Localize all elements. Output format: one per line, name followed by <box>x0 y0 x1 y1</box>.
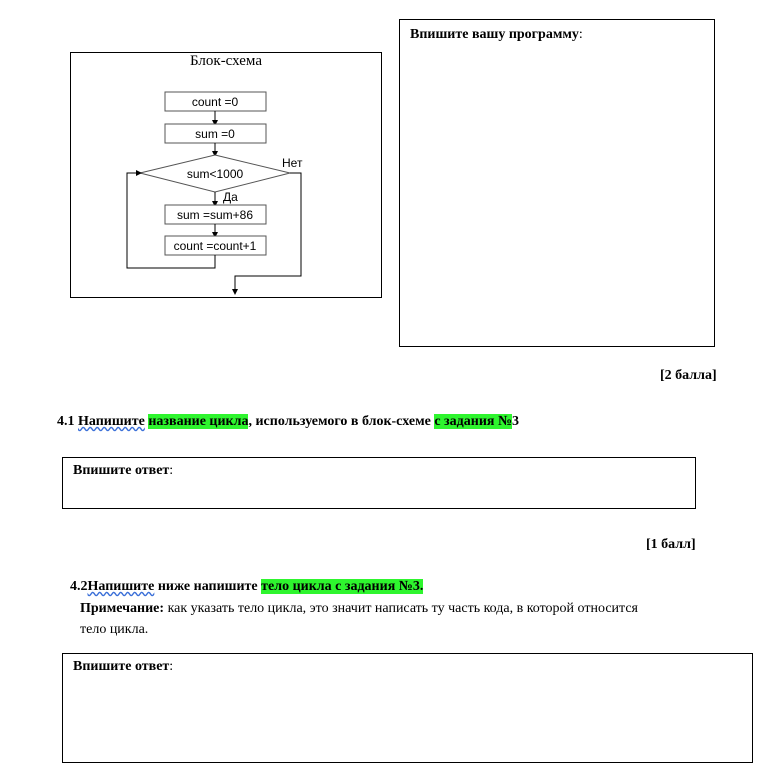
q41-tail: 3 <box>512 414 520 429</box>
flowchart-exit <box>232 172 302 295</box>
note-line-1: Примечание: как указать тело цикла, это … <box>80 598 760 619</box>
q41-number: 4.1 <box>57 414 78 429</box>
flowchart-title: Блок-схема <box>190 53 262 69</box>
program-answer-box[interactable] <box>399 19 715 347</box>
answer-4-1-label-bold: Впишите ответ <box>73 463 170 478</box>
points-2: [2 балла] <box>660 368 717 383</box>
note-label: Примечание: <box>80 601 165 616</box>
q41-highlight-1: название цикла <box>148 414 249 429</box>
flowchart-block-sum-update-text: sum =sum+86 <box>177 208 253 222</box>
answer-4-2-label-colon: : <box>169 659 174 674</box>
question-4-1: 4.1 Напишите название цикла, используемо… <box>57 414 519 430</box>
program-box-label: Впишите вашу программу: <box>410 27 583 43</box>
q41-highlight-2: с задания № <box>434 414 513 429</box>
program-box-label-bold: Впишите вашу программу <box>410 27 579 42</box>
q41-mid: , используемого в блок-схеме <box>248 414 435 429</box>
answer-4-1-label-colon: : <box>169 463 174 478</box>
flowchart-decision-text: sum<1000 <box>187 167 244 181</box>
program-box-label-colon: : <box>578 27 583 42</box>
q42-highlight: тело цикла с задания №3. <box>261 579 424 594</box>
answer-box-4-1[interactable] <box>62 457 696 509</box>
flowchart-no-label: Нет <box>282 156 303 170</box>
answer-4-2-label: Впишите ответ: <box>73 659 173 675</box>
q42-number: 4.2 <box>70 579 88 594</box>
flowchart-block-sum-init-text: sum =0 <box>195 127 235 141</box>
note-line-2: тело цикла. <box>80 622 149 637</box>
note-text-1: как указать тело цикла, это значит напис… <box>164 601 638 616</box>
flowchart-frame <box>70 52 382 298</box>
answer-4-2-label-bold: Впишите ответ <box>73 659 170 674</box>
flowchart-loop-back <box>126 170 216 269</box>
q42-mid: ниже напишите <box>154 579 262 594</box>
flowchart-diagram: count =0 sum =0 sum<1000 Нет Да sum =sum… <box>126 91 303 295</box>
question-4-2: 4.2Напишите ниже напишите тело цикла с з… <box>70 579 424 595</box>
flowchart-yes-label: Да <box>223 190 238 204</box>
q42-word: Напишите <box>87 579 155 594</box>
q41-word: Напишите <box>78 414 145 429</box>
flowchart-block-count-init-text: count =0 <box>192 95 239 109</box>
flowchart-block-count-update-text: count =count+1 <box>174 239 257 253</box>
note: Примечание: как указать тело цикла, это … <box>80 598 760 640</box>
points-1: [1 балл] <box>646 537 696 552</box>
answer-4-1-label: Впишите ответ: <box>73 463 173 479</box>
